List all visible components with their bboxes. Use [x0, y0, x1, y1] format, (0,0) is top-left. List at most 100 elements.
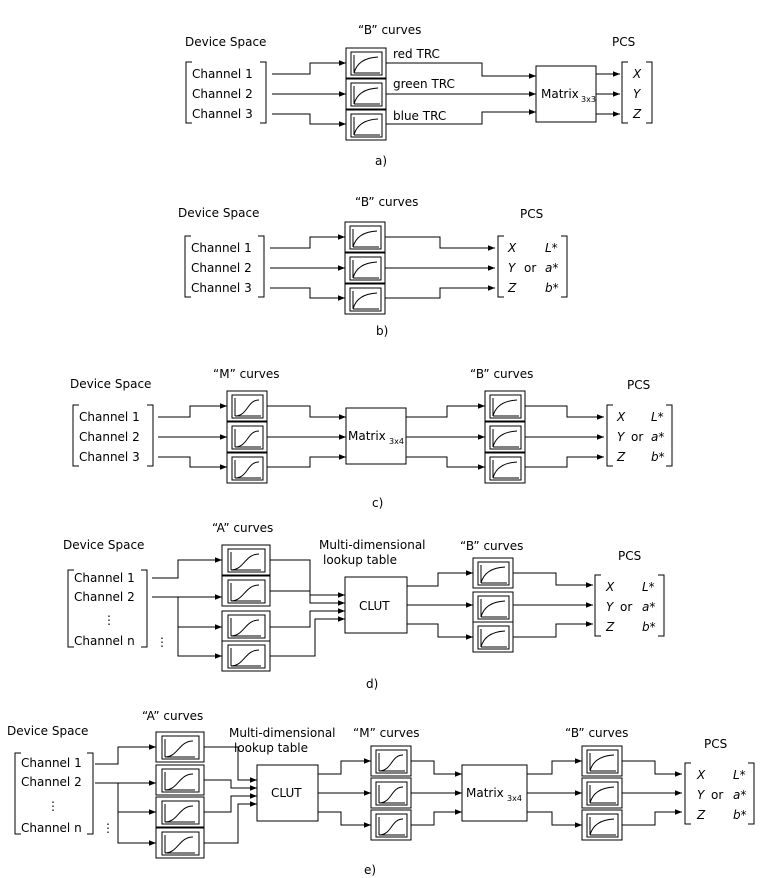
arrow — [158, 403, 227, 418]
left-bracket — [184, 235, 191, 298]
arrow — [411, 809, 462, 826]
mdlut-line1: Multi-dimensional — [229, 726, 336, 740]
arrow — [117, 783, 156, 846]
left-bracket — [14, 752, 21, 835]
pcs-right-bracket — [561, 235, 568, 298]
pcs-left-bracket — [606, 404, 613, 467]
x-label: X — [696, 768, 706, 782]
mdlut-line2: lookup table — [323, 553, 397, 567]
clut-label: CLUT — [359, 599, 390, 613]
b-star-label: b* — [545, 281, 559, 295]
pcs-right-bracket — [646, 61, 653, 124]
arrow — [407, 570, 473, 587]
right-bracket — [147, 404, 154, 467]
arrow — [158, 456, 227, 470]
arrow — [267, 454, 346, 468]
pcs-label: PCS — [520, 207, 543, 221]
pcs-right-bracket — [748, 762, 755, 825]
matrix-subscript: 3x3 — [581, 95, 596, 104]
ellipsis-label: ⋮ — [47, 799, 59, 813]
x-label: X — [605, 580, 615, 594]
caption-e: e) — [364, 863, 376, 877]
curve-graph-icon — [472, 557, 514, 589]
ellipsis-label: ⋮ — [156, 635, 168, 649]
channel-1-label: Channel 1 — [191, 241, 252, 255]
mdlut-line2: lookup table — [234, 741, 308, 755]
curve-graph-icon — [221, 544, 271, 576]
channel-2-label: Channel 2 — [74, 590, 135, 604]
arrow — [270, 559, 345, 598]
left-bracket — [185, 61, 192, 124]
diagram-c: Device Space “M” curves “B” curves PCS C… — [70, 367, 673, 510]
matrix-label: Matrix — [348, 429, 386, 443]
y-label: Y — [508, 261, 517, 275]
caption-b: b) — [376, 324, 388, 338]
b-curves-label: “B” curves — [470, 367, 533, 381]
channel-2-label: Channel 2 — [21, 775, 82, 789]
a-star-label: a* — [733, 788, 746, 802]
z-label: Z — [696, 808, 706, 822]
curve-graph-icon — [345, 109, 387, 141]
matrix-subscript: 3x4 — [507, 794, 522, 803]
a-star-label: a* — [545, 261, 558, 275]
arrow — [385, 285, 495, 299]
arrow — [204, 746, 257, 783]
diagram-e: Device Space “A” curves Multi-dimensiona… — [7, 709, 755, 877]
arrow — [270, 287, 345, 301]
arrow — [204, 793, 257, 813]
channel-n-label: Channel n — [21, 821, 82, 835]
matrix-box — [345, 407, 407, 465]
channel-3-label: Channel 3 — [79, 450, 140, 464]
b-curves-label: “B” curves — [460, 539, 523, 553]
b-star-label: b* — [733, 808, 747, 822]
arrow — [270, 608, 345, 628]
curve-graph-icon — [221, 575, 271, 607]
curve-graph-icon — [484, 452, 526, 484]
or-label: or — [711, 788, 723, 802]
curve-graph-icon — [472, 591, 514, 623]
x-label: X — [507, 241, 517, 255]
curve-graph-icon — [581, 745, 623, 777]
b-star-label: b* — [642, 620, 656, 634]
pcs-left-bracket — [684, 762, 691, 825]
curve-graph-icon — [344, 252, 386, 284]
pcs-label: PCS — [627, 378, 650, 392]
caption-a: a) — [375, 154, 387, 168]
channel-1-label: Channel 1 — [192, 67, 253, 81]
green-trc-label: green TRC — [393, 77, 455, 91]
matrix-box — [535, 65, 597, 123]
blue-trc-label: blue TRC — [393, 109, 446, 123]
arrow — [513, 572, 593, 588]
m-curves-label: “M” curves — [213, 367, 279, 381]
arrow — [386, 62, 536, 79]
curve-graph-icon — [484, 421, 526, 453]
curve-graph-icon — [345, 47, 387, 79]
curve-graph-icon — [370, 809, 412, 841]
channel-n-label: Channel n — [74, 634, 135, 648]
pcs-left-bracket — [594, 574, 601, 637]
curve-graph-icon — [226, 452, 268, 484]
curve-graph-icon — [581, 809, 623, 841]
or-label: or — [631, 430, 643, 444]
curve-graph-icon — [155, 764, 205, 796]
arrow — [527, 758, 582, 775]
arrow — [622, 809, 682, 826]
z-label: Z — [616, 450, 626, 464]
mdlut-line1: Multi-dimensional — [319, 538, 426, 552]
matrix-subscript: 3x4 — [389, 437, 404, 446]
pcs-right-bracket — [658, 574, 665, 637]
curve-graph-icon — [221, 610, 271, 642]
pcs-label: PCS — [612, 35, 635, 49]
ellipsis-label: ⋮ — [102, 821, 114, 835]
arrow — [204, 779, 257, 791]
diagram-d: Device Space “A” curves Multi-dimensiona… — [63, 521, 665, 691]
arrow — [204, 801, 257, 844]
x-label: X — [616, 410, 626, 424]
arrow — [177, 597, 222, 659]
arrow — [407, 623, 473, 640]
arrow — [622, 760, 682, 777]
device-space-label: Device Space — [63, 538, 144, 552]
arrow — [267, 405, 346, 420]
y-label: Y — [606, 600, 615, 614]
a-star-label: a* — [642, 600, 655, 614]
